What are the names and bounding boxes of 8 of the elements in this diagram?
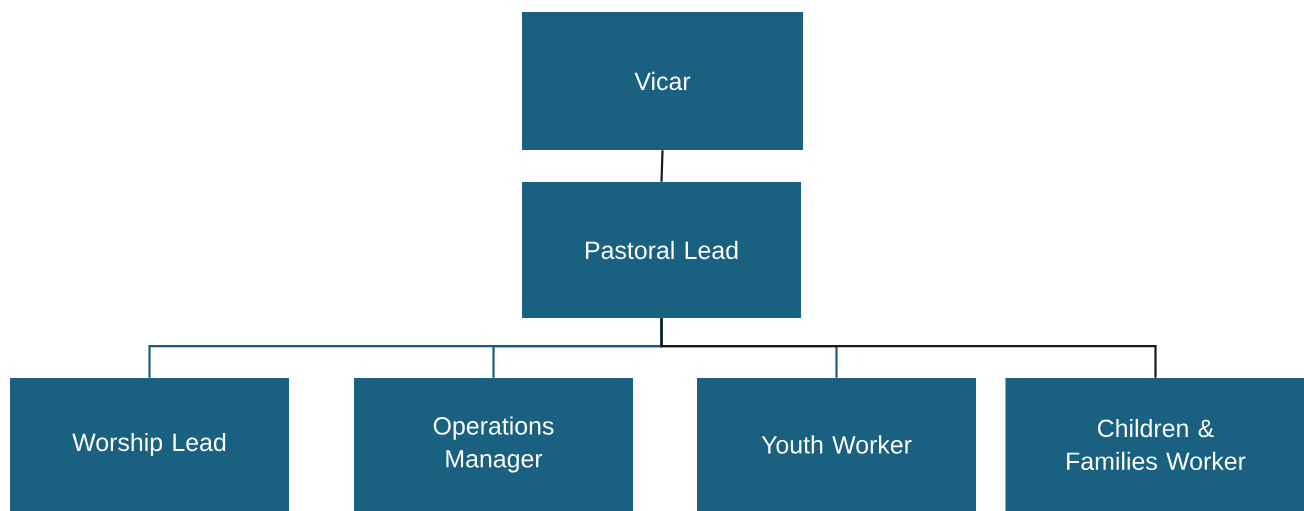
org-box: Worship Lead: [10, 378, 289, 511]
org-box: Children & Families Worker: [1005, 378, 1304, 511]
org-box: Vicar: [522, 12, 803, 150]
org-box: Pastoral Lead: [522, 182, 801, 318]
org-box: Operations Manager: [354, 378, 633, 511]
org-box: Youth Worker: [697, 378, 976, 511]
connector-line: [660, 318, 1157, 378]
connector-line: [660, 150, 664, 182]
